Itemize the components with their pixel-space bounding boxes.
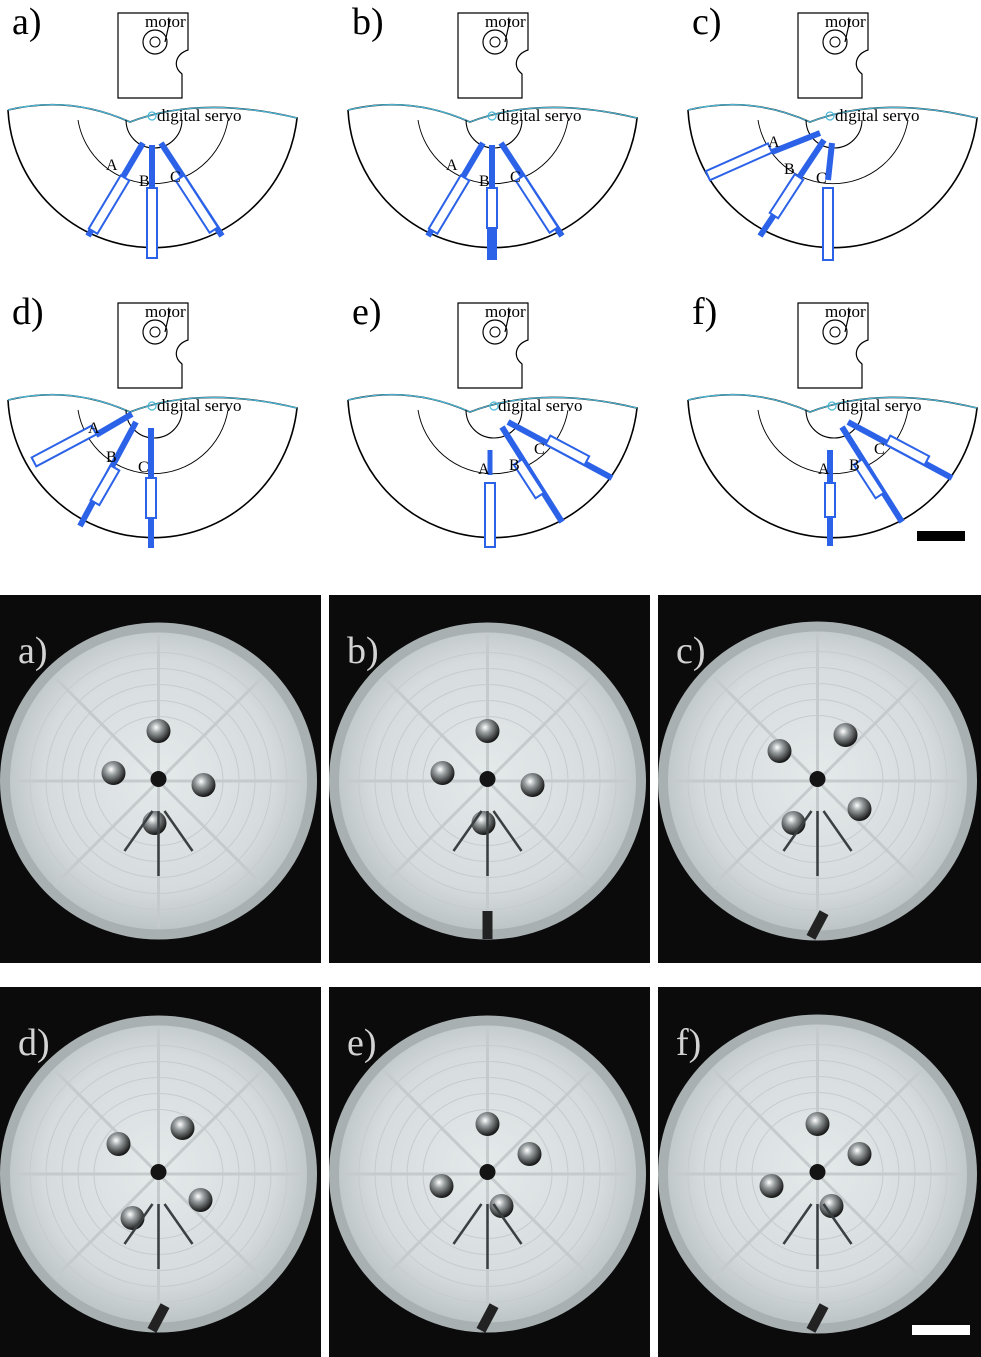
- panel-label: a): [12, 1, 42, 43]
- ball: [429, 1174, 454, 1198]
- channel-c-label: C: [816, 170, 827, 187]
- ball: [191, 773, 216, 797]
- motor-rotation-icon: [142, 319, 168, 345]
- motor-label: motor: [485, 302, 526, 321]
- motor-label: motor: [825, 302, 866, 321]
- channel-c-label: C: [510, 169, 521, 186]
- panel-label: f): [676, 1022, 701, 1064]
- channel-a: A: [85, 141, 146, 238]
- ball: [142, 811, 167, 835]
- servo-label: digital servo: [157, 396, 242, 415]
- photo-panel: d): [0, 987, 321, 1357]
- ball: [146, 719, 171, 743]
- svg-text:C: C: [170, 169, 181, 186]
- panel-label: c): [676, 630, 706, 672]
- servo-label: digital servo: [835, 106, 920, 125]
- servo-icon: [489, 401, 499, 411]
- ball: [489, 1194, 514, 1218]
- ball: [767, 739, 792, 763]
- panel-label: b): [352, 1, 384, 43]
- servo-icon: [147, 401, 157, 411]
- channel-a-label: A: [88, 420, 100, 437]
- ball: [847, 797, 872, 821]
- photo-grid: a) b) c) d) e) f): [0, 595, 981, 1357]
- channel-a-label: A: [768, 134, 780, 151]
- panel-label: e): [347, 1022, 377, 1064]
- channel-c: C: [158, 141, 225, 238]
- panel-label: d): [12, 291, 44, 333]
- panel-label: e): [352, 291, 382, 333]
- servo-icon: [487, 111, 497, 121]
- photo-panel: e): [329, 987, 650, 1357]
- channel-b-label: B: [784, 161, 795, 178]
- motor-label: motor: [145, 302, 186, 321]
- panel-label: d): [18, 1022, 50, 1064]
- schematic-panel-b: b) motor digital servo A B C: [347, 1, 638, 260]
- ball: [101, 761, 126, 785]
- ball: [471, 811, 496, 835]
- ball: [188, 1188, 213, 1212]
- ball: [517, 1142, 542, 1166]
- panel-label: c): [692, 1, 722, 43]
- schematic-panel-a: a) motor digital servo A B C: [7, 1, 298, 259]
- servo-label: digital servo: [157, 106, 242, 125]
- ball: [520, 773, 545, 797]
- servo-icon: [827, 401, 837, 411]
- ball: [847, 1142, 872, 1166]
- photo-panel: f): [658, 987, 981, 1357]
- channel-b-label: B: [479, 173, 490, 190]
- channel-b: B: [139, 145, 158, 259]
- svg-text:A: A: [106, 157, 118, 174]
- schematic-panel-d: d) motor digital servo A B C: [7, 291, 298, 548]
- ball: [106, 1132, 131, 1156]
- servo-icon: [825, 111, 835, 121]
- motor-rotation-icon: [142, 29, 168, 55]
- channel-a-label: A: [818, 461, 830, 478]
- schematic-panel-e: e) motor digital servo A B C: [347, 291, 638, 548]
- servo-label: digital servo: [837, 396, 922, 415]
- schematic-panel-c: c) motor digital servo A B C: [687, 1, 978, 261]
- ball: [833, 723, 858, 747]
- channel-a-label: A: [446, 157, 458, 174]
- motor-label: motor: [825, 12, 866, 31]
- motor-rotation-icon: [482, 319, 508, 345]
- ball: [759, 1174, 784, 1198]
- ball: [170, 1116, 195, 1140]
- channel-b-label: B: [849, 457, 860, 474]
- motor-rotation-icon: [822, 319, 848, 345]
- servo-icon: [147, 111, 157, 121]
- panel-label: f): [692, 291, 717, 333]
- motor-label: motor: [485, 12, 526, 31]
- channel-b-label: B: [509, 457, 520, 474]
- schematic-scale-bar: [917, 531, 965, 541]
- ball: [120, 1206, 145, 1230]
- photo-scale-bar: [912, 1325, 970, 1335]
- channel-c-label: C: [874, 441, 885, 458]
- panel-label: a): [18, 630, 48, 672]
- channel-c-label: C: [534, 441, 545, 458]
- motor-housing: [117, 12, 189, 99]
- photo-panel: a): [0, 595, 321, 963]
- panel-label: b): [347, 630, 379, 672]
- disc-top-edge: [7, 104, 298, 123]
- ball: [819, 1194, 844, 1218]
- motor-rotation-icon: [822, 29, 848, 55]
- servo-label: digital servo: [497, 106, 582, 125]
- photo-panel: c): [658, 595, 981, 963]
- channel-c-label: C: [138, 459, 149, 476]
- channel-b-label: B: [106, 449, 117, 466]
- ball: [475, 719, 500, 743]
- schematic-panel-f: f) motor digital servo A B C: [687, 291, 978, 546]
- motor-label: motor: [145, 12, 186, 31]
- motor-rotation-icon: [482, 29, 508, 55]
- ball: [475, 1112, 500, 1136]
- photo-panel: b): [329, 595, 650, 963]
- ball: [430, 761, 455, 785]
- ball: [805, 1112, 830, 1136]
- channel-a-label: A: [478, 461, 490, 478]
- servo-label: digital servo: [498, 396, 583, 415]
- svg-text:B: B: [139, 173, 150, 190]
